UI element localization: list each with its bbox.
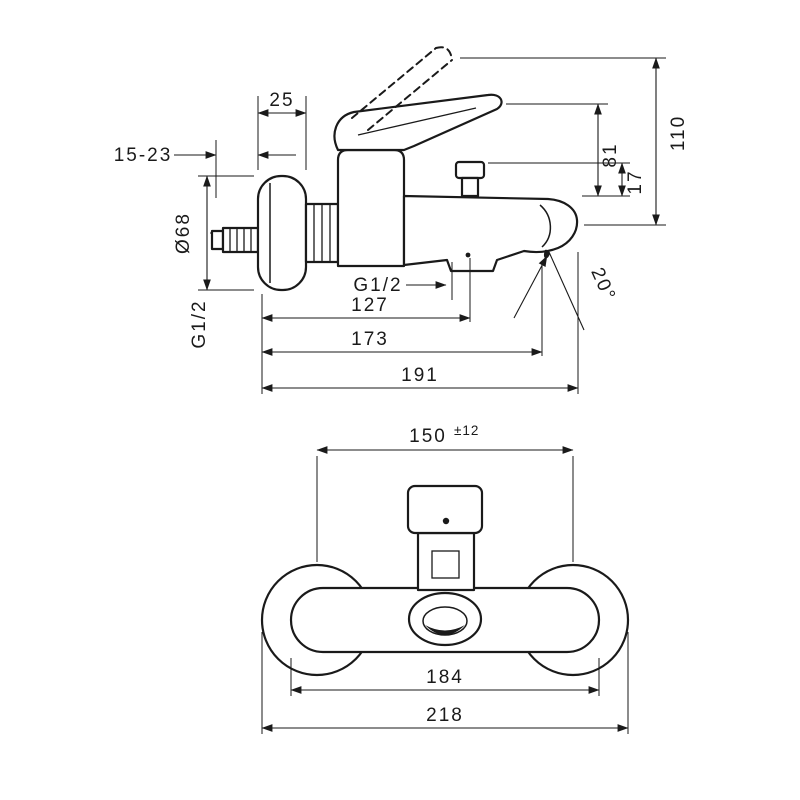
dim-escutcheon-depth-label: 25: [269, 90, 294, 111]
diverter-knob: [454, 160, 486, 180]
dim-inlet-thread-label: G1/2: [189, 299, 210, 348]
dimension-lines-front: [261, 446, 629, 732]
dim-spout-angle-label: 20°: [586, 265, 619, 305]
dimension-lines: [174, 57, 660, 392]
side-view: [210, 46, 579, 292]
dim-height-diverter-label: 17: [625, 169, 646, 194]
angle-reference-line: [548, 251, 585, 331]
nut-facets: [313, 204, 331, 262]
dim-height-handle-label: 81: [600, 142, 621, 167]
handle-front: [406, 484, 484, 535]
dim-connection-distance-label: 150: [409, 426, 447, 447]
dim-total-width-label: 218: [426, 705, 464, 726]
handle-contour: [357, 107, 477, 136]
angle-arrow-line: [513, 255, 548, 319]
spout-opening-shadow: [425, 625, 465, 635]
mixer-body: [336, 148, 406, 268]
front-view-dimensions: 150 ±12 184 218: [261, 423, 629, 734]
cartridge-housing: [416, 531, 476, 592]
inlet-pipe: [221, 226, 260, 254]
dim-connection-tolerance-label: ±12: [454, 423, 479, 438]
lever-handle: [333, 93, 503, 152]
spout-front: [407, 591, 483, 647]
lever-handle-raised: [351, 46, 453, 131]
pipe-end: [210, 229, 225, 251]
spout-tip-curve: [539, 204, 552, 248]
handle-dot: [442, 517, 450, 525]
aerator-dot: [465, 252, 471, 258]
dim-outlet-offset-label: 127: [351, 295, 389, 316]
dim-body-width-label: 184: [426, 667, 464, 688]
spout: [402, 194, 579, 273]
dim-spout-reach-label: 173: [351, 329, 389, 350]
extension-lines-front: [261, 456, 629, 734]
dimension-labels-front: 150 ±12 184 218: [409, 423, 479, 726]
pipe-threads: [229, 228, 252, 252]
dim-outlet-thread-label: G1/2: [353, 275, 402, 296]
dim-escutcheon-diameter-label: Ø68: [173, 212, 194, 254]
dim-total-projection-label: 191: [401, 365, 439, 386]
dim-wall-distance-label: 15-23: [114, 145, 173, 166]
diverter-stem: [460, 176, 480, 198]
escutcheon: [256, 174, 308, 292]
housing-detail: [431, 550, 460, 579]
dim-height-total-label: 110: [668, 115, 689, 151]
front-view: [260, 484, 630, 677]
